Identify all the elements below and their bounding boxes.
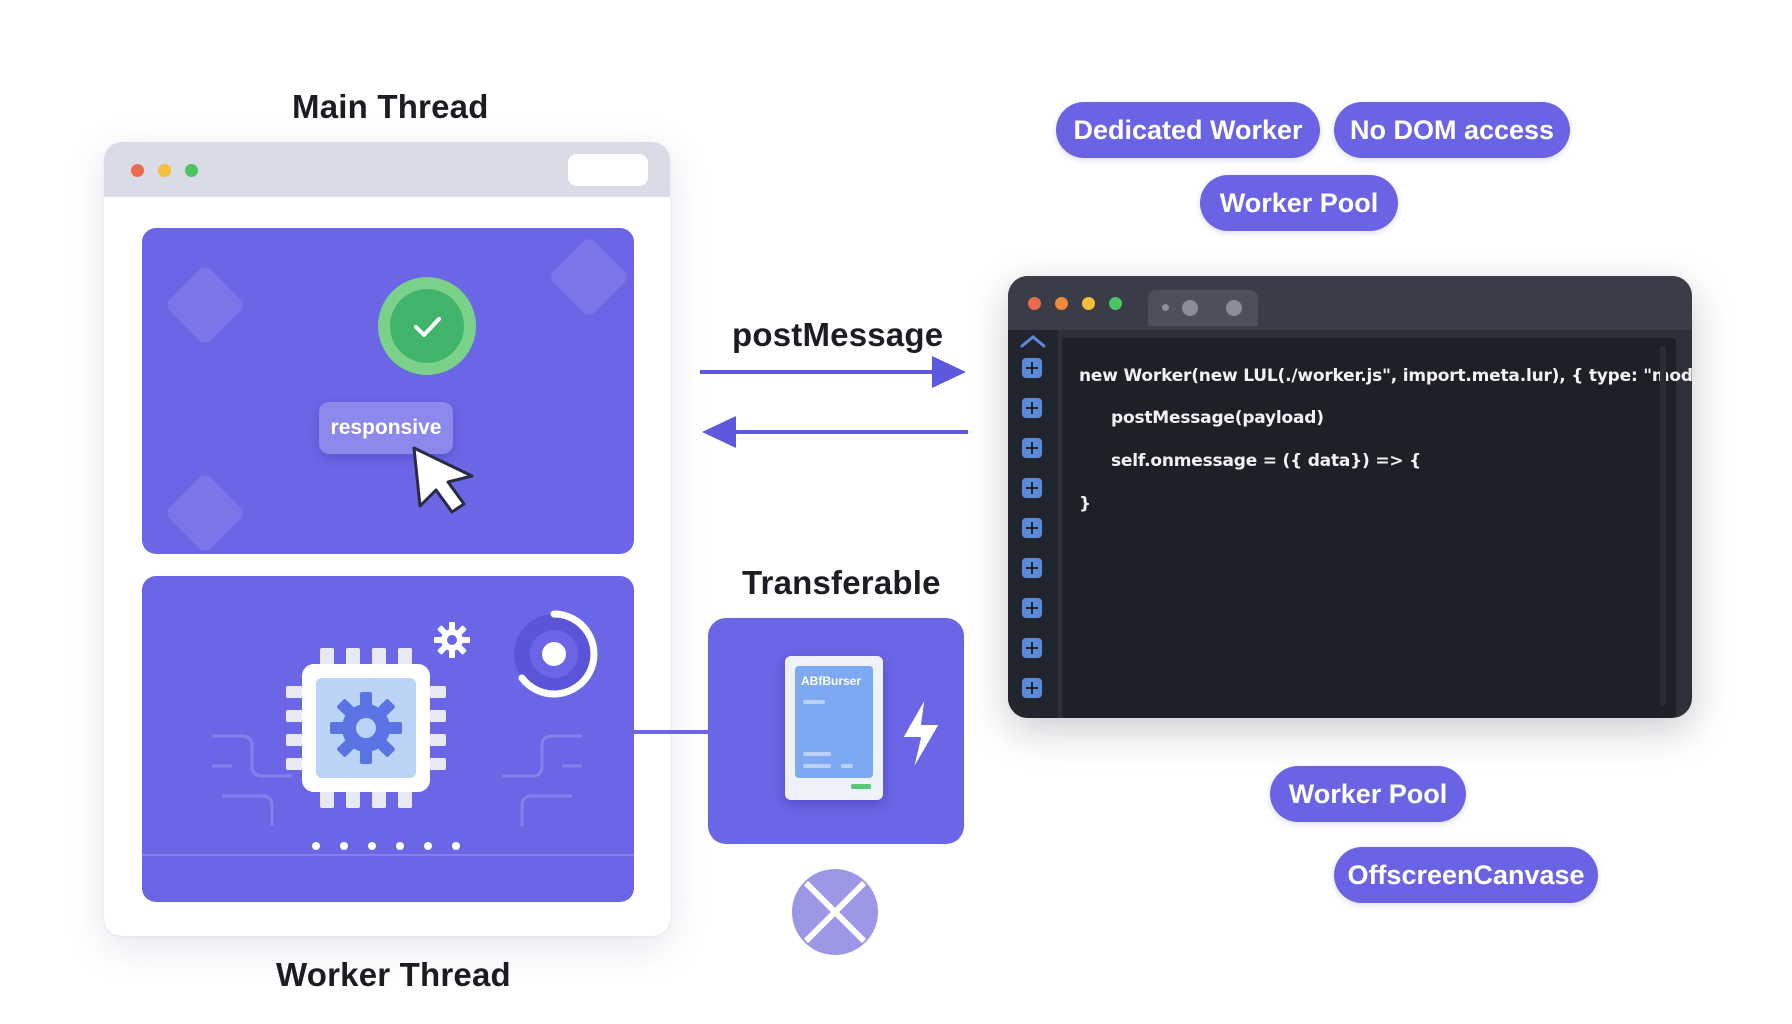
gutter-grid-icon[interactable] — [1022, 478, 1042, 498]
address-bar[interactable] — [568, 154, 648, 186]
responsive-button[interactable]: responsive — [319, 402, 453, 454]
progress-dot — [340, 842, 348, 850]
gutter-grid-icon[interactable] — [1022, 398, 1042, 418]
baseline-divider — [142, 854, 634, 856]
gutter-grid-icon[interactable] — [1022, 358, 1042, 378]
lightning-icon — [901, 695, 941, 773]
code-line-3: self.onmessage = ({ data}) => { — [1111, 451, 1422, 471]
no-dom-access-pill: No DOM access — [1334, 102, 1570, 158]
progress-dot — [424, 842, 432, 850]
gutter-grid-icon[interactable] — [1022, 678, 1042, 698]
editor-tab[interactable] — [1148, 290, 1258, 326]
gear-icon — [330, 692, 402, 764]
progress-dot — [396, 842, 404, 850]
editor-scrollbar[interactable] — [1660, 346, 1666, 706]
maximize-dot[interactable] — [185, 164, 198, 177]
gutter-grid-icon[interactable] — [1022, 518, 1042, 538]
editor-gutter — [1008, 330, 1058, 718]
cursor-icon — [412, 446, 474, 514]
progress-dot — [368, 842, 376, 850]
transferable-box: ABfBurser — [708, 618, 964, 844]
offscreen-canvas-pill: OffscreenCanvase — [1334, 847, 1598, 903]
progress-dot — [312, 842, 320, 850]
main-thread-label: Main Thread — [292, 88, 489, 125]
gutter-grid-icon[interactable] — [1022, 438, 1042, 458]
decor-diamond — [163, 263, 247, 347]
worker-thread-panel — [142, 576, 634, 902]
arrow-right-icon — [700, 356, 966, 388]
close-dot[interactable] — [131, 164, 144, 177]
code-area[interactable]: new Worker(new LUL(./worker.js", import.… — [1062, 338, 1692, 718]
pipes-decor-right — [502, 734, 582, 826]
check-icon — [378, 277, 476, 375]
worker-thread-label: Worker Thread — [276, 956, 511, 993]
code-editor-window: new Worker(new LUL(./worker.js", import.… — [1008, 276, 1692, 718]
no-access-icon — [792, 869, 878, 955]
arrow-left-icon — [702, 416, 968, 448]
browser-title-bar — [104, 142, 670, 197]
editor-title-bar — [1008, 276, 1692, 330]
close-dot[interactable] — [1028, 297, 1041, 310]
decor-diamond — [163, 471, 247, 554]
array-buffer-icon: ABfBurser — [785, 656, 883, 800]
post-message-arrows — [700, 356, 968, 448]
maximize-dot[interactable] — [1082, 297, 1095, 310]
progress-dot — [452, 842, 460, 850]
code-line-4: } — [1079, 494, 1091, 514]
gutter-grid-icon[interactable] — [1022, 598, 1042, 618]
code-line-2: postMessage(payload) — [1111, 408, 1324, 428]
post-message-label: postMessage — [732, 316, 944, 353]
worker-pool-pill-top: Worker Pool — [1200, 175, 1398, 231]
decor-diamond — [547, 235, 631, 319]
small-gear-icon — [434, 622, 470, 658]
chevron-up-icon[interactable] — [1020, 334, 1046, 348]
transferable-label: Transferable — [742, 564, 941, 601]
loading-spinner-icon — [514, 610, 598, 698]
minimize-dot[interactable] — [1055, 297, 1068, 310]
dedicated-worker-pill: Dedicated Worker — [1056, 102, 1320, 158]
array-buffer-label: ABfBurser — [801, 674, 862, 688]
main-thread-panel: responsive — [142, 228, 634, 554]
minimize-dot[interactable] — [158, 164, 171, 177]
pipes-decor-left — [212, 734, 292, 826]
worker-pool-pill-bottom: Worker Pool — [1270, 766, 1466, 822]
code-line-1: new Worker(new LUL(./worker.js", import.… — [1079, 366, 1692, 386]
browser-window: responsive — [104, 142, 670, 936]
gutter-grid-icon[interactable] — [1022, 558, 1042, 578]
gutter-grid-icon[interactable] — [1022, 638, 1042, 658]
extra-dot[interactable] — [1109, 297, 1122, 310]
cpu-chip-icon — [302, 664, 430, 792]
